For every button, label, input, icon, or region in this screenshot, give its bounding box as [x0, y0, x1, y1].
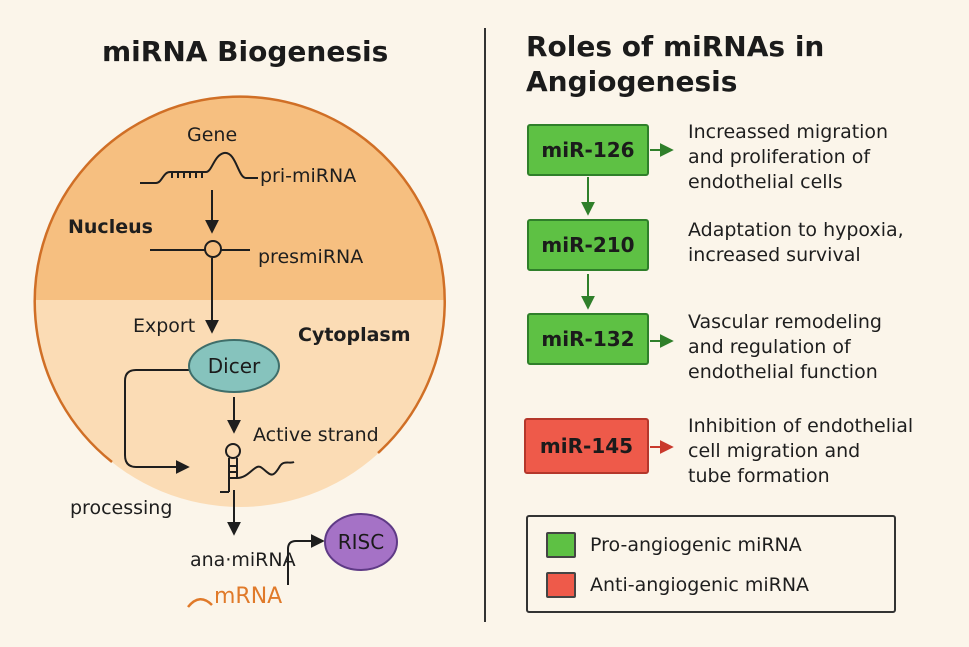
description-line: Vascular remodeling — [688, 311, 882, 333]
description-line: Increassed migration — [688, 121, 889, 143]
description-line: tube formation — [688, 465, 830, 487]
risc-label: RISC — [337, 530, 385, 554]
mirna-box-mir126: miR-126 — [527, 124, 649, 176]
legend-swatch-anti — [546, 572, 576, 598]
flow-connectors — [581, 143, 674, 454]
pri-mirna-label: pri-miRNA — [260, 165, 357, 187]
cell-membrane — [33, 95, 446, 463]
legend: Pro-angiogenic miRNA Anti-angiogenic miR… — [526, 515, 896, 613]
legend-label-anti: Anti-angiogenic miRNA — [590, 574, 810, 596]
description-line: endothelial function — [688, 361, 878, 383]
cell — [33, 95, 446, 507]
mirna-box-mir145: miR-145 — [524, 418, 649, 474]
description-line: Adaptation to hypoxia, — [688, 219, 904, 241]
gene-label: Gene — [187, 124, 238, 146]
description-line: and proliferation of — [688, 146, 871, 168]
pre-mirna-strand — [150, 240, 250, 258]
right-panel-title-line1: Roles of miRNAs in — [526, 30, 825, 63]
mirna-box-mir132: miR-132 — [527, 313, 649, 365]
risc-complex — [324, 513, 398, 571]
left-panel-title: miRNA Biogenesis — [102, 35, 389, 68]
mrna-label: mRNA — [214, 584, 283, 609]
description-line: endothelial cells — [688, 171, 843, 193]
description-line: cell migration and — [688, 440, 861, 462]
nucleus-region — [35, 97, 445, 300]
export-label: Export — [133, 315, 196, 337]
dicer-enzyme — [188, 339, 280, 393]
description-line: and regulation of — [688, 336, 851, 358]
description-line: Inhibition of endothelial — [688, 415, 914, 437]
mature-mirna-label: ana·miRNA — [190, 549, 296, 571]
mir210-description: Adaptation to hypoxia, increased surviva… — [688, 218, 904, 268]
description-line: increased survival — [688, 244, 861, 266]
legend-label-pro: Pro-angiogenic miRNA — [590, 534, 802, 556]
active-strand-label: Active strand — [253, 424, 379, 446]
mir145-description: Inhibition of endothelial cell migration… — [688, 414, 913, 489]
pri-mirna-strand — [140, 152, 258, 184]
right-panel-title-line2: Angiogenesis — [526, 65, 738, 98]
pathway-arrows — [124, 190, 325, 585]
active-strand-hairpin — [220, 443, 295, 493]
cytoplasm-label: Cytoplasm — [298, 324, 411, 346]
dicer-label: Dicer — [207, 354, 261, 378]
nucleus-label: Nucleus — [68, 216, 153, 238]
mirna-box-mir210: miR-210 — [527, 219, 649, 271]
mir132-description: Vascular remodeling and regulation of en… — [688, 310, 882, 385]
mrna-squiggle — [187, 598, 213, 608]
mir126-description: Increassed migration and proliferation o… — [688, 120, 888, 195]
pre-mirna-label: presmiRNA — [258, 246, 364, 268]
legend-swatch-pro — [546, 532, 576, 558]
processing-label: processing — [70, 497, 173, 519]
